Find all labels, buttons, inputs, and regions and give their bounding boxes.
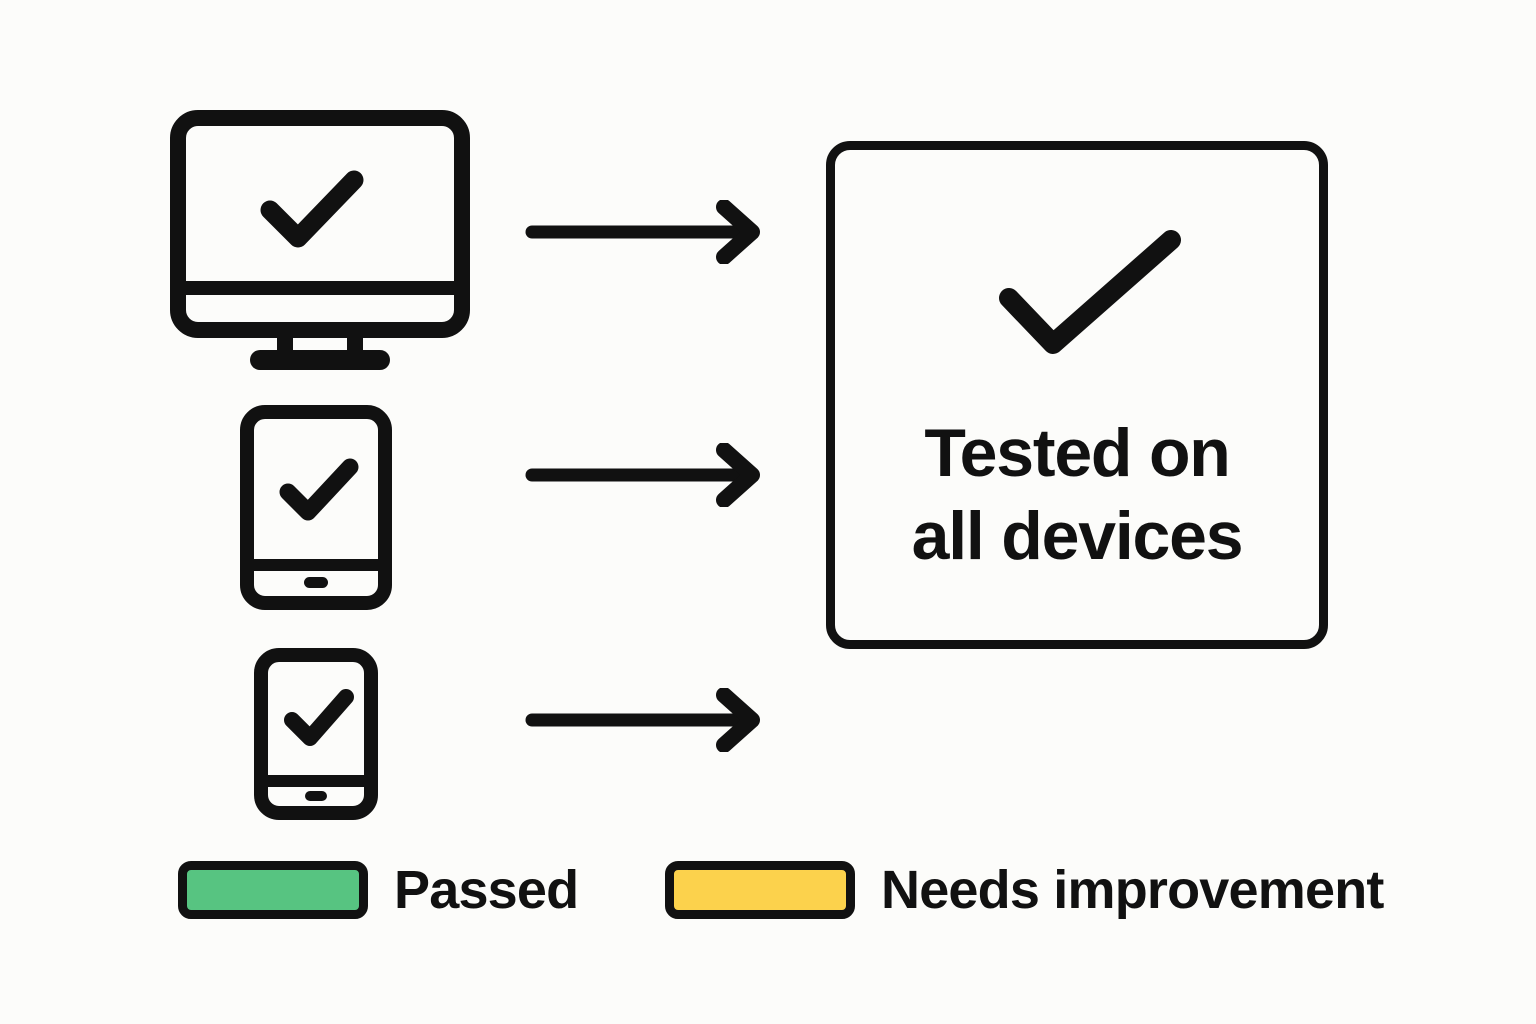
result-title-line-1: Tested on bbox=[924, 415, 1230, 491]
arrow-right-desktop bbox=[524, 200, 764, 264]
legend-item-passed: Passed bbox=[178, 858, 579, 922]
desktop-monitor-check-icon bbox=[170, 110, 470, 370]
legend-item-needs-improvement: Needs improvement bbox=[665, 858, 1384, 922]
arrow-right-icon bbox=[525, 443, 760, 507]
phone-check-icon bbox=[254, 648, 378, 820]
tablet-check-icon bbox=[240, 405, 392, 610]
legend-label-needs-improvement: Needs improvement bbox=[881, 860, 1384, 920]
result-title-line-2: all devices bbox=[911, 497, 1244, 574]
device-icon-desktop bbox=[170, 110, 470, 370]
result-check-wrapper bbox=[995, 228, 1185, 363]
legend-swatch-needs-improvement bbox=[665, 861, 855, 919]
arrow-right-phone bbox=[524, 688, 764, 752]
legend-label-passed: Passed bbox=[394, 860, 579, 920]
result-card: Tested on all devices bbox=[826, 141, 1328, 649]
arrow-right-tablet bbox=[524, 443, 764, 507]
result-title: Tested on all devices bbox=[835, 412, 1319, 578]
device-icon-phone bbox=[254, 648, 378, 820]
arrow-right-icon bbox=[525, 688, 760, 752]
device-icon-tablet bbox=[240, 405, 392, 610]
legend: Passed Needs improvement bbox=[178, 858, 1384, 922]
checkmark-icon bbox=[999, 230, 1181, 354]
legend-swatch-passed bbox=[178, 861, 368, 919]
arrow-right-icon bbox=[525, 200, 760, 264]
